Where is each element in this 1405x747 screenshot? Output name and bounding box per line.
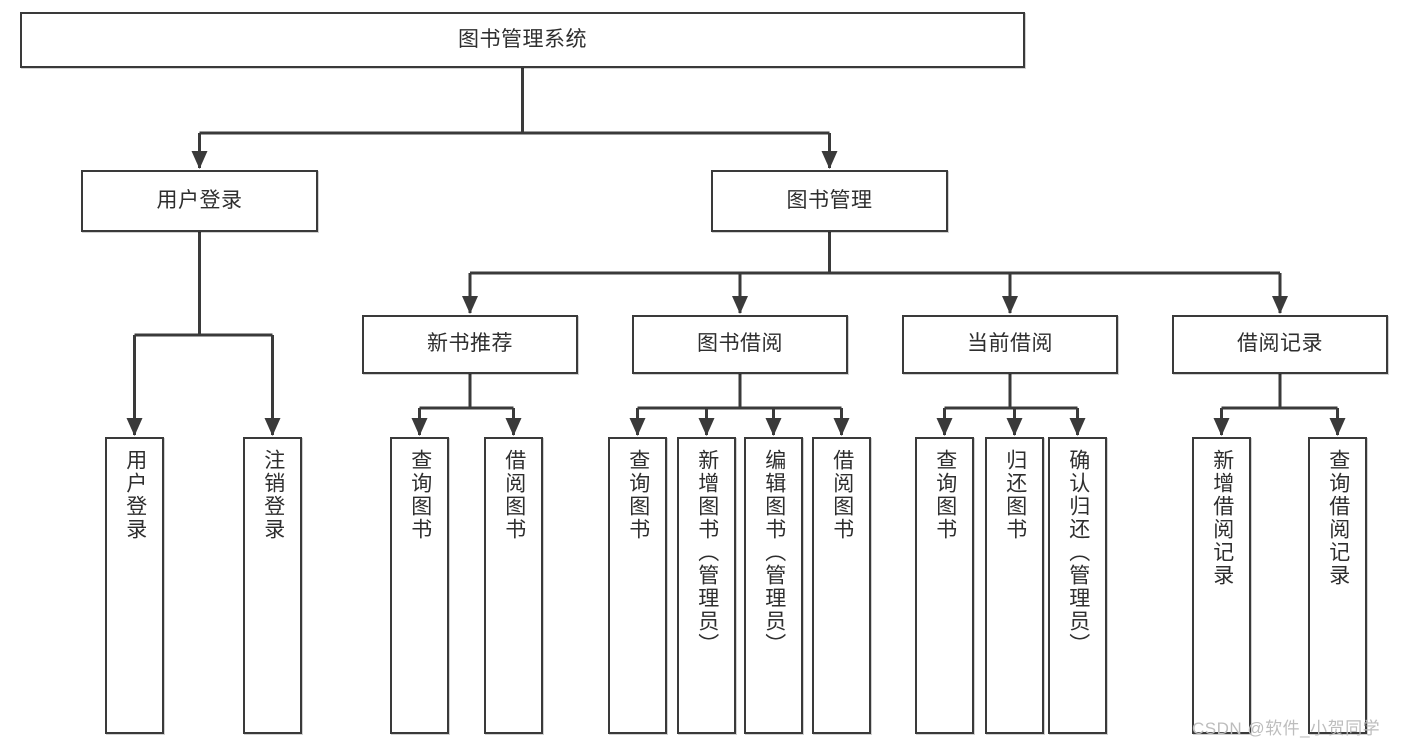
arrow-head-icon bbox=[765, 418, 782, 436]
arrow-head-icon bbox=[505, 418, 522, 436]
node-label-borrow-record: 借阅记录 bbox=[1237, 332, 1323, 356]
node-label-return-book: 归还图书 bbox=[1003, 449, 1027, 541]
node-current-borrow[interactable]: 当前借阅 bbox=[902, 315, 1118, 374]
arrow-head-icon bbox=[462, 296, 478, 314]
node-user-logout[interactable]: 注销登录 bbox=[243, 437, 302, 734]
node-label-root: 图书管理系统 bbox=[458, 27, 587, 51]
node-add-borrow-record[interactable]: 新增借阅记录 bbox=[1192, 437, 1251, 734]
arrow-head-icon bbox=[1272, 296, 1288, 314]
node-new-book-recommend[interactable]: 新书推荐 bbox=[362, 315, 578, 374]
arrow-head-icon bbox=[1002, 296, 1018, 314]
node-label-book-management: 图书管理 bbox=[786, 188, 873, 212]
node-label-borrow-book-1: 借阅图书 bbox=[502, 449, 526, 541]
arrow-head-icon bbox=[821, 151, 838, 169]
arrow-head-icon bbox=[629, 418, 646, 436]
node-label-user-login-do: 用户登录 bbox=[123, 449, 147, 541]
node-label-add-book-admin: 新增图书（管理员） bbox=[695, 449, 719, 656]
node-query-book-1[interactable]: 查询图书 bbox=[390, 437, 449, 734]
node-label-user-login: 用户登录 bbox=[156, 188, 243, 212]
node-add-book-admin[interactable]: 新增图书（管理员） bbox=[677, 437, 736, 734]
arrow-head-icon bbox=[1069, 418, 1086, 436]
arrow-head-icon bbox=[1329, 418, 1346, 436]
node-label-book-borrow: 图书借阅 bbox=[697, 332, 783, 356]
node-borrow-book-1[interactable]: 借阅图书 bbox=[484, 437, 543, 734]
node-edit-book-admin[interactable]: 编辑图书（管理员） bbox=[744, 437, 803, 734]
node-label-query-book-1: 查询图书 bbox=[408, 449, 432, 541]
node-book-management[interactable]: 图书管理 bbox=[711, 170, 948, 232]
node-label-query-book-3: 查询图书 bbox=[933, 449, 957, 541]
node-user-login-do[interactable]: 用户登录 bbox=[105, 437, 164, 734]
node-user-login[interactable]: 用户登录 bbox=[81, 170, 318, 232]
arrow-head-icon bbox=[833, 418, 850, 436]
node-label-new-book-recommend: 新书推荐 bbox=[427, 332, 513, 356]
node-query-book-2[interactable]: 查询图书 bbox=[608, 437, 667, 734]
node-label-confirm-return-admin: 确认归还（管理员） bbox=[1066, 449, 1090, 656]
arrow-head-icon bbox=[698, 418, 715, 436]
arrow-head-icon bbox=[732, 296, 748, 314]
arrow-head-icon bbox=[191, 151, 208, 169]
arrow-head-icon bbox=[1213, 418, 1230, 436]
node-borrow-record[interactable]: 借阅记录 bbox=[1172, 315, 1388, 374]
node-label-add-borrow-record: 新增借阅记录 bbox=[1210, 449, 1234, 587]
node-query-borrow-record[interactable]: 查询借阅记录 bbox=[1308, 437, 1367, 734]
node-label-query-book-2: 查询图书 bbox=[626, 449, 650, 541]
node-label-user-logout: 注销登录 bbox=[261, 449, 285, 541]
node-label-edit-book-admin: 编辑图书（管理员） bbox=[762, 449, 786, 656]
node-root[interactable]: 图书管理系统 bbox=[20, 12, 1025, 68]
node-book-borrow[interactable]: 图书借阅 bbox=[632, 315, 848, 374]
node-borrow-book-2[interactable]: 借阅图书 bbox=[812, 437, 871, 734]
arrow-head-icon bbox=[264, 418, 281, 436]
arrow-head-icon bbox=[411, 418, 428, 436]
arrow-head-icon bbox=[1006, 418, 1023, 436]
arrow-head-icon bbox=[936, 418, 953, 436]
node-confirm-return-admin[interactable]: 确认归还（管理员） bbox=[1048, 437, 1107, 734]
node-query-book-3[interactable]: 查询图书 bbox=[915, 437, 974, 734]
watermark-text: CSDN @软件_小贺同学 bbox=[1192, 719, 1381, 738]
node-label-borrow-book-2: 借阅图书 bbox=[830, 449, 854, 541]
arrow-head-icon bbox=[126, 418, 143, 436]
node-label-current-borrow: 当前借阅 bbox=[967, 332, 1053, 356]
node-label-query-borrow-record: 查询借阅记录 bbox=[1326, 449, 1350, 587]
node-return-book[interactable]: 归还图书 bbox=[985, 437, 1044, 734]
